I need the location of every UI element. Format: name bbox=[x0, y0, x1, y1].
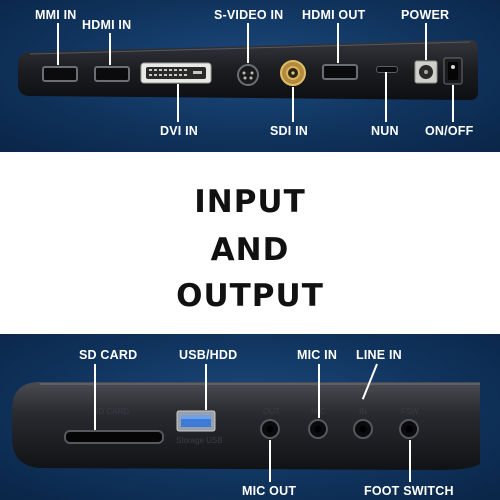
hdmi-in-port bbox=[94, 66, 130, 82]
storage-usb-engraving: Storage USB bbox=[176, 436, 223, 445]
mic-in-leader bbox=[318, 364, 320, 418]
hdmi-in-leader bbox=[109, 33, 111, 65]
sd-card-leader bbox=[94, 364, 96, 430]
title-line-input: INPUT bbox=[194, 184, 306, 220]
label-nun: NUN bbox=[371, 124, 399, 138]
label-hdmi-out: HDMI OUT bbox=[302, 8, 366, 22]
label-svideo-in: S-VIDEO IN bbox=[214, 8, 284, 22]
out-engraving: OUT bbox=[263, 407, 280, 416]
mmi-in-leader bbox=[57, 23, 59, 65]
sdi-in-leader bbox=[292, 87, 294, 122]
line-in-jack bbox=[353, 419, 373, 439]
foot-switch-leader bbox=[409, 440, 411, 482]
title-line-output: OUTPUT bbox=[176, 278, 324, 314]
power-switch bbox=[443, 57, 463, 85]
sd-card-slot bbox=[64, 430, 164, 444]
usb-port bbox=[176, 410, 216, 432]
device-side-edge bbox=[12, 382, 480, 470]
nun-leader bbox=[385, 72, 387, 122]
foot-switch-jack bbox=[399, 419, 419, 439]
sdi-port bbox=[280, 60, 306, 86]
label-sd-card: SD CARD bbox=[79, 348, 138, 362]
line-in-engraving: IN bbox=[359, 407, 367, 416]
fsw-engraving: FSW bbox=[401, 407, 419, 416]
label-usb-hdd: USB/HDD bbox=[179, 348, 238, 362]
label-line-in: LINE IN bbox=[356, 348, 402, 362]
top-ports-photo: MMI IN HDMI IN S-VIDEO IN HDMI OUT POWER… bbox=[0, 0, 500, 152]
mmi-port bbox=[42, 66, 78, 82]
on-off-leader bbox=[452, 85, 454, 122]
title-line-and: AND bbox=[210, 232, 290, 268]
label-on-off: ON/OFF bbox=[425, 124, 474, 138]
mic-in-jack bbox=[308, 419, 328, 439]
mic-out-leader bbox=[269, 440, 271, 482]
power-leader bbox=[425, 23, 427, 60]
label-foot-switch: FOOT SWITCH bbox=[364, 484, 454, 498]
svideo-port bbox=[237, 64, 259, 86]
label-power: POWER bbox=[401, 8, 450, 22]
bottom-ports-photo: SD CARD Storage USB OUT MIC IN FSW SD CA… bbox=[0, 334, 500, 500]
svideo-in-leader bbox=[247, 23, 249, 63]
mic-out-jack bbox=[260, 419, 280, 439]
power-jack bbox=[414, 60, 438, 84]
dvi-port bbox=[140, 62, 212, 84]
label-mic-out: MIC OUT bbox=[242, 484, 297, 498]
hdmi-out-leader bbox=[337, 23, 339, 63]
label-mic-in: MIC IN bbox=[297, 348, 338, 362]
label-dvi-in: DVI IN bbox=[160, 124, 199, 138]
dvi-in-leader bbox=[177, 84, 179, 122]
label-sdi-in: SDI IN bbox=[270, 124, 309, 138]
label-mmi-in: MMI IN bbox=[35, 8, 77, 22]
usb-hdd-leader bbox=[205, 364, 207, 410]
sd-card-engraving: SD CARD bbox=[93, 407, 130, 416]
label-hdmi-in: HDMI IN bbox=[82, 18, 132, 32]
hdmi-out-port bbox=[322, 64, 358, 80]
nun-port bbox=[376, 66, 398, 73]
